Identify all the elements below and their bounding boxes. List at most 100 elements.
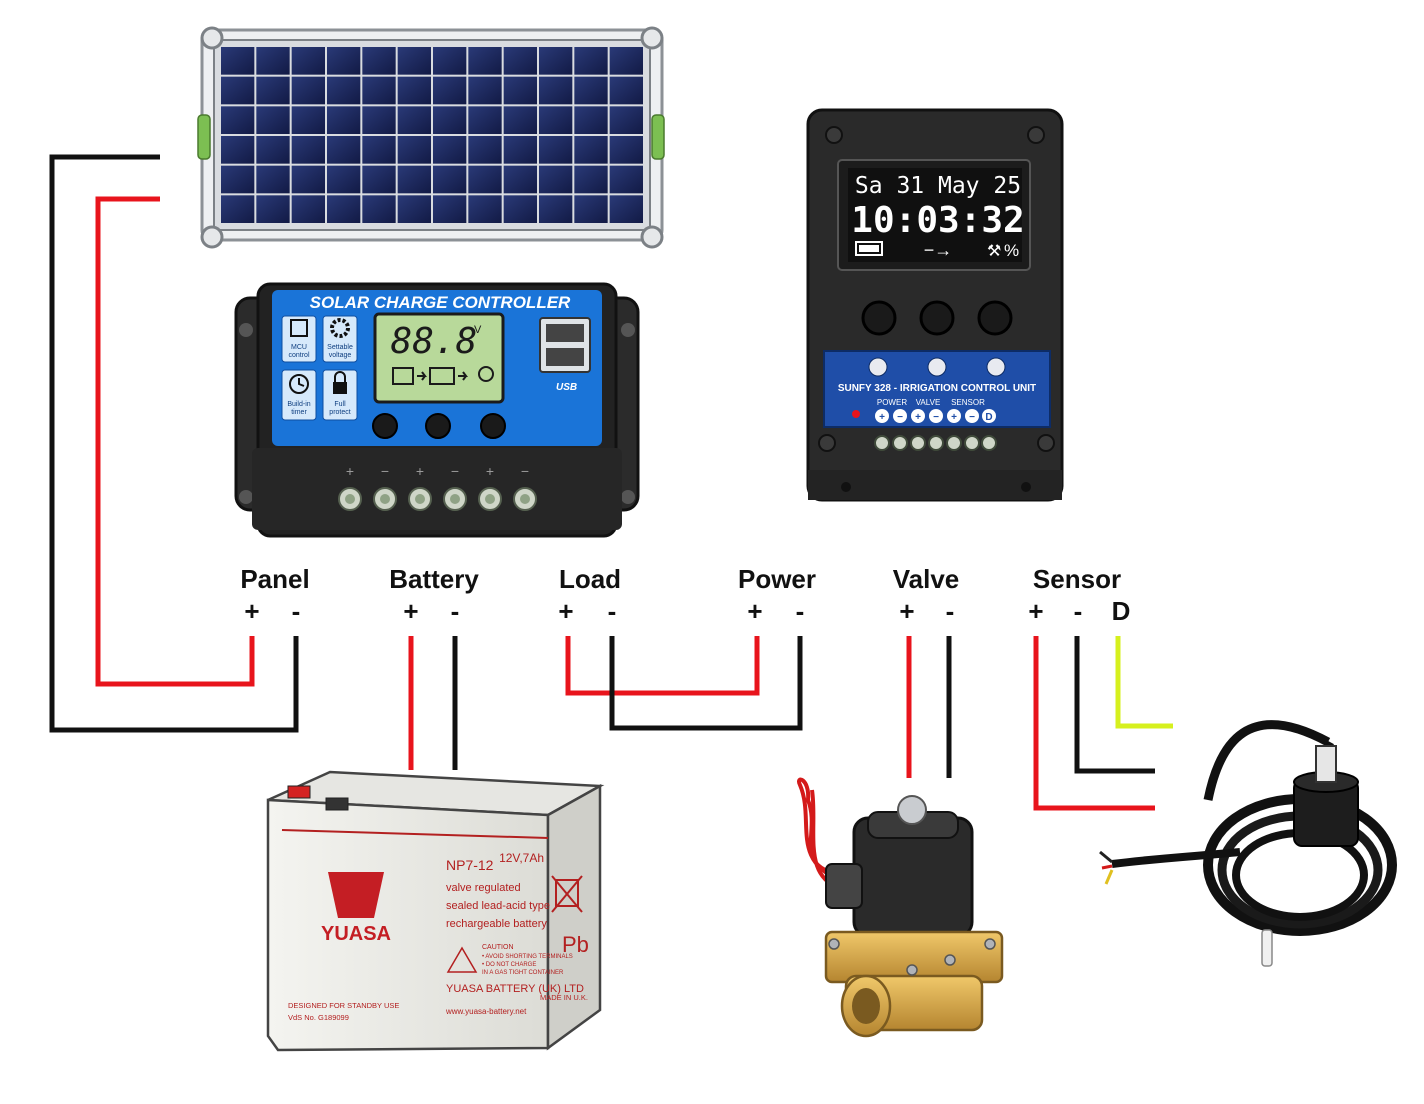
solar-cell (256, 76, 290, 105)
solar-cell (433, 76, 467, 105)
unit-group-power: POWER (877, 398, 907, 407)
unit-time: 10:03:32 (851, 200, 1024, 241)
solar-cell (503, 195, 537, 223)
power-plus: + (747, 596, 762, 626)
solar-cell (362, 106, 396, 134)
battery-positive-terminal (287, 785, 311, 799)
charge-controller: SOLAR CHARGE CONTROLLER MCU control Sett… (234, 282, 640, 538)
controller-title: SOLAR CHARGE CONTROLLER (310, 293, 571, 312)
unit-screw-terminal[interactable] (910, 435, 926, 451)
feature-label: protect (329, 409, 350, 416)
usb-label: USB (556, 382, 577, 393)
solar-cell (291, 47, 325, 75)
solar-cell (291, 195, 325, 223)
sensor-plus: + (1028, 596, 1043, 626)
solar-cell (433, 136, 467, 164)
controller-set-button[interactable] (480, 413, 506, 439)
unit-screw-terminal[interactable] (946, 435, 962, 451)
solar-cell (221, 106, 255, 134)
unit-screw-terminal[interactable] (981, 435, 997, 451)
feature-voltage: Settable voltage (322, 315, 358, 363)
valve-minus: - (946, 596, 955, 626)
solar-cell (468, 47, 502, 75)
cable-tie (1261, 929, 1273, 967)
solar-cell (327, 165, 361, 194)
battery-standby-2: VdS No. G189099 (288, 1013, 349, 1022)
controller-lcd (373, 312, 505, 404)
panel-negative-wire (49, 154, 299, 733)
power-label: Power (738, 564, 816, 594)
battery-brand: YUASA (321, 923, 391, 945)
pin-label: D (985, 412, 992, 423)
battery-negative-terminal (325, 797, 349, 811)
valve-nut (897, 795, 927, 825)
sensor-data-wire (1115, 636, 1173, 729)
valve-plus: + (899, 596, 914, 626)
unit-screw-terminal[interactable] (874, 435, 890, 451)
unit-screw-terminal[interactable] (892, 435, 908, 451)
controller-up-button[interactable] (425, 413, 451, 439)
feature-label: MCU (291, 344, 307, 351)
unit-group-sensor: SENSOR (951, 398, 985, 407)
battery-rating: 12V,7Ah (499, 851, 544, 865)
solar-cells (221, 47, 643, 223)
solar-cell (221, 195, 255, 223)
pin-badge (947, 409, 961, 423)
sensor-label: Sensor (1033, 564, 1121, 594)
nav-down-icon (868, 357, 888, 377)
solar-cell (256, 136, 290, 164)
battery-pb: Pb (562, 932, 589, 957)
unit-button-middle[interactable] (919, 300, 955, 336)
solar-cell (291, 76, 325, 105)
battery: YUASA NP7-12 12V,7Ah valve regulated sea… (266, 770, 605, 1052)
panel-label: Panel (240, 564, 309, 594)
battery-icon (429, 367, 455, 385)
solar-cell (539, 136, 573, 164)
solar-cell (327, 106, 361, 134)
arrow-right-icon (458, 371, 468, 381)
solar-cell (327, 76, 361, 105)
solar-cell (503, 165, 537, 194)
solar-cell (574, 76, 608, 105)
nav-right-icon (986, 357, 1006, 377)
pin-label: + (951, 412, 957, 423)
load-plus: + (558, 596, 573, 626)
terminal-labels: Panel + - Battery + - Load + - Power + -… (240, 564, 1130, 626)
solar-cell (327, 136, 361, 164)
crossed-bin-icon (551, 875, 583, 913)
arrow-right-icon (417, 371, 427, 381)
battery-level-icon (855, 241, 883, 256)
unit-button-right[interactable] (977, 300, 1013, 336)
solar-cell (609, 195, 643, 223)
unit-screw-terminal[interactable] (928, 435, 944, 451)
solar-cell (539, 165, 573, 194)
power-minus: - (796, 596, 805, 626)
solar-cell (397, 165, 431, 194)
controller-menu-button[interactable] (372, 413, 398, 439)
lcd-voltage: 88.8 (391, 321, 478, 362)
pin-badge (875, 409, 889, 423)
pin-badge (911, 409, 925, 423)
battery-desc-3: rechargeable battery (446, 918, 547, 930)
panel-right-clip (651, 114, 665, 160)
load-negative-wire (609, 636, 803, 731)
solar-cell (221, 165, 255, 194)
battery-caution-2: • DO NOT CHARGE (482, 962, 536, 968)
battery-url: www.yuasa-battery.net (445, 1007, 527, 1016)
solar-cell (397, 136, 431, 164)
lcd-flow-icons (392, 366, 494, 385)
feature-label: Build-in (287, 401, 310, 408)
solar-cell (609, 136, 643, 164)
solar-cell (256, 165, 290, 194)
unit-screws (818, 126, 1055, 452)
unit-screw-terminal[interactable] (964, 435, 980, 451)
valve-coil-wire-red (797, 777, 841, 882)
unit-status: −→ (924, 240, 953, 260)
solar-cell (362, 47, 396, 75)
irrigation-unit: Sa 31 May 25 10:03:32 −→ ⚒ % SUNFY 328 -… (806, 108, 1064, 502)
solar-cell (291, 136, 325, 164)
pin-badge (965, 409, 979, 423)
unit-button-left[interactable] (861, 300, 897, 336)
solar-cell (609, 76, 643, 105)
